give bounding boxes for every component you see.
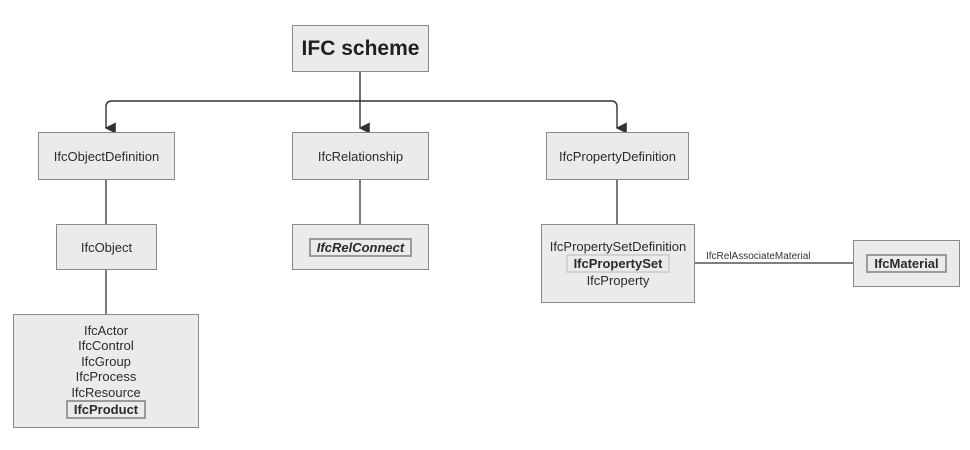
node-ifc-property-definition-label: IfcPropertyDefinition xyxy=(558,148,677,164)
node-ifc-relationship: IfcRelationship xyxy=(292,132,429,180)
property-group-item: IfcProperty xyxy=(586,273,650,288)
node-ifc-rel-connect: IfcRelConnect xyxy=(292,224,429,270)
object-subtype-item-highlighted: IfcProduct xyxy=(65,400,147,420)
node-ifc-material: IfcMaterial xyxy=(853,240,960,287)
connector-root-to-object-definition xyxy=(104,100,360,134)
node-property-group: IfcPropertySetDefinition IfcPropertySet … xyxy=(541,224,695,303)
object-subtype-item: IfcGroup xyxy=(81,353,131,369)
node-object-subtypes: IfcActor IfcControl IfcGroup IfcProcess … xyxy=(13,314,199,428)
object-subtype-item: IfcResource xyxy=(71,384,141,400)
node-ifc-scheme-label: IFC scheme xyxy=(301,36,420,60)
object-subtype-item: IfcActor xyxy=(83,322,129,338)
property-group-item-highlighted: IfcPropertySet xyxy=(565,254,671,273)
node-ifc-object-definition: IfcObjectDefinition xyxy=(38,132,175,180)
object-subtype-item: IfcControl xyxy=(78,338,134,354)
node-ifc-object-label: IfcObject xyxy=(80,239,133,255)
node-ifc-object-definition-label: IfcObjectDefinition xyxy=(53,148,160,164)
connector-root-to-property-definition xyxy=(360,100,627,134)
object-subtype-item: IfcProcess xyxy=(75,369,137,385)
edge-label-associate-material: IfcRelAssociateMaterial xyxy=(706,251,811,262)
node-ifc-rel-connect-label: IfcRelConnect xyxy=(308,237,413,257)
node-ifc-object: IfcObject xyxy=(56,224,157,270)
property-group-item: IfcPropertySetDefinition xyxy=(549,238,687,254)
node-ifc-material-label: IfcMaterial xyxy=(866,254,947,273)
node-ifc-scheme: IFC scheme xyxy=(292,25,429,72)
node-ifc-property-definition: IfcPropertyDefinition xyxy=(546,132,689,180)
node-ifc-relationship-label: IfcRelationship xyxy=(317,148,404,164)
